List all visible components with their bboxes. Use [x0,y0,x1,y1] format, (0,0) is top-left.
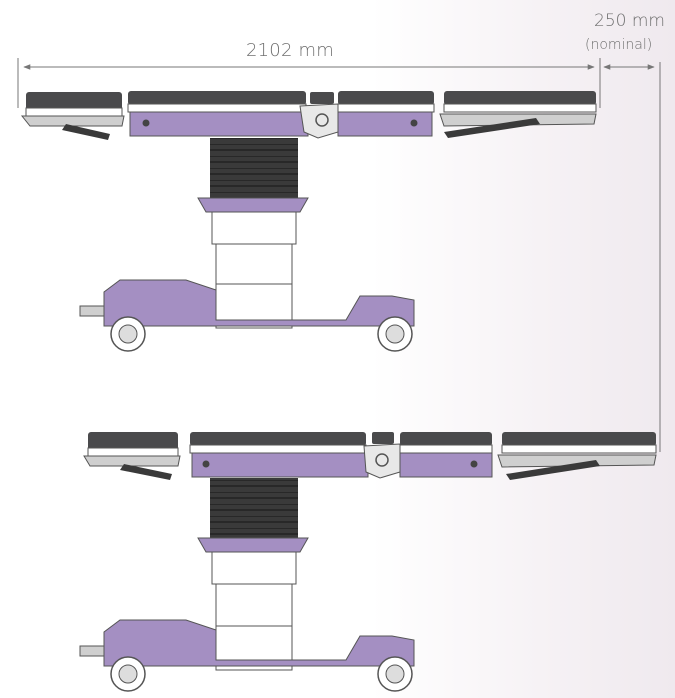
tabletop-sections [20,91,597,140]
operating-table-shifted [79,432,657,692]
base-shifted [79,619,415,692]
tabletop-sections-shifted [83,432,657,480]
overall-length-label: 2102 mm [246,40,334,61]
column [197,138,309,329]
operating-table-top [20,91,597,352]
shift-length-label: 250 mm [594,11,665,31]
shift-note-label: (nominal) [585,37,653,53]
base [79,279,415,352]
dimension-lines [17,58,661,452]
